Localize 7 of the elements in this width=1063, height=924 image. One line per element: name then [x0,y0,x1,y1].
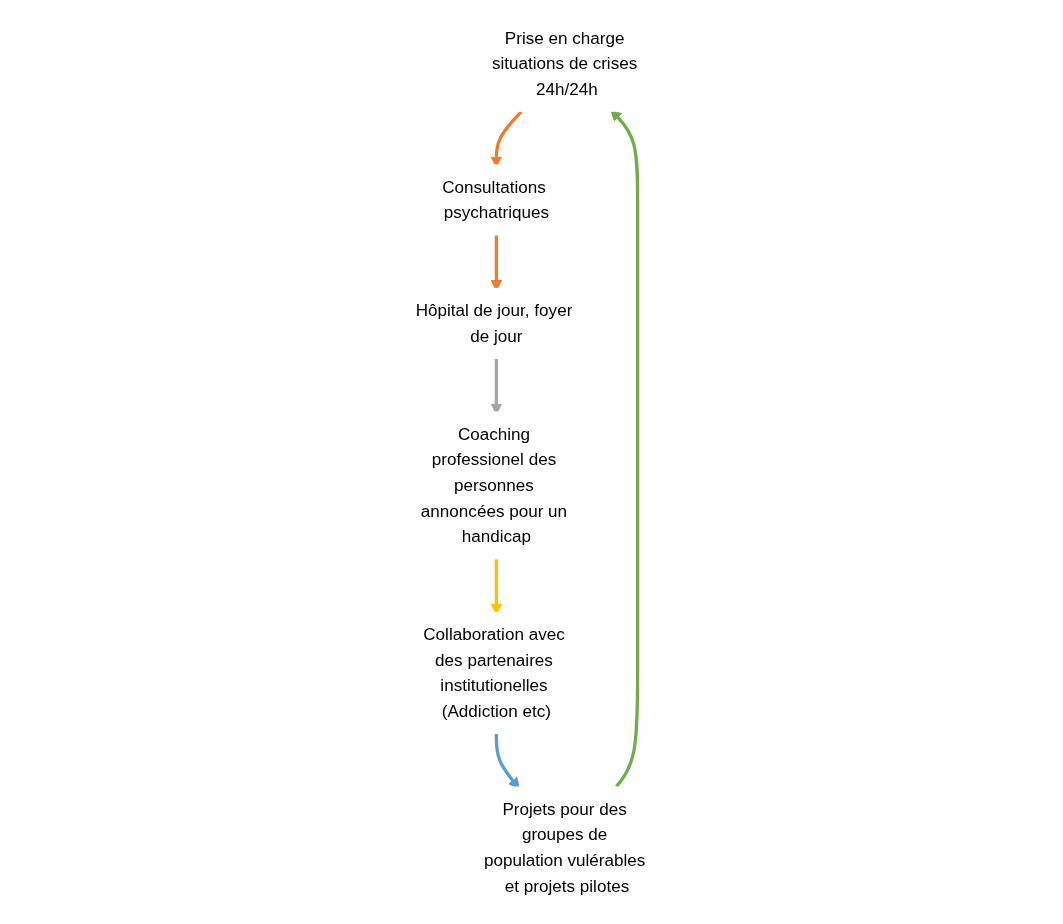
node-text: Projets pour des groupes de population vulérables et projets pilotes [483,799,646,896]
node-text: Prise en charge situations de crises 24h/24h [491,27,638,99]
arrow [610,109,640,788]
node-text: Coaching professionel des personnes annoncées pour un handicap [420,423,567,547]
node-text: Hôpital de jour, foyer de jour [415,300,573,346]
node-text: Consultations psychatriques [442,176,549,223]
node-text: Collaboration avec des partenaires institutionelles (Addiction etc) [423,624,565,721]
